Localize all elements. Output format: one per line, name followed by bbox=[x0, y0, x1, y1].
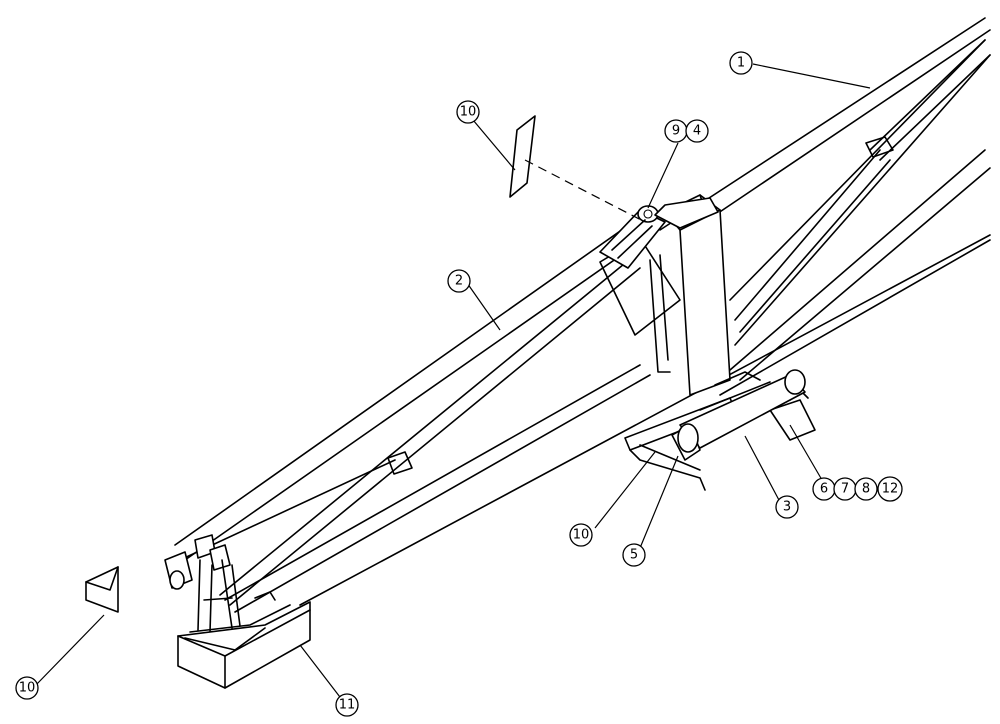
outer-boom-truss bbox=[659, 17, 991, 396]
decal-left bbox=[85, 566, 119, 613]
callout-10-top-label: 10 bbox=[460, 105, 477, 120]
callout-7: 7 bbox=[833, 477, 857, 501]
callout-8: 8 bbox=[854, 477, 878, 501]
callout-10-top: 10 bbox=[456, 100, 480, 124]
callout-4: 4 bbox=[685, 119, 709, 143]
callout-5: 5 bbox=[622, 543, 646, 567]
callout-6: 6 bbox=[812, 477, 836, 501]
breakaway-block bbox=[177, 601, 311, 689]
callout-12-label: 12 bbox=[882, 482, 899, 497]
callout-7-label: 7 bbox=[841, 482, 849, 497]
callout-3-label: 3 bbox=[783, 500, 791, 515]
callout-12: 12 bbox=[877, 476, 903, 502]
callout-11: 11 bbox=[335, 693, 359, 717]
callout-11-label: 11 bbox=[339, 698, 356, 713]
lift-cylinder-mount bbox=[624, 369, 816, 491]
callout-10-mid-label: 10 bbox=[573, 528, 590, 543]
decal-assembly-line bbox=[524, 159, 646, 223]
callout-6-label: 6 bbox=[820, 482, 828, 497]
callout-4-label: 4 bbox=[693, 124, 701, 139]
boom-tip-end bbox=[164, 534, 291, 633]
callout-10-left-label: 10 bbox=[19, 681, 36, 696]
hinge-post bbox=[649, 194, 731, 396]
callout-8-label: 8 bbox=[862, 482, 870, 497]
callout-2-label: 2 bbox=[455, 274, 463, 289]
callout-1: 1 bbox=[729, 51, 753, 75]
decal-top bbox=[509, 115, 536, 198]
leader-lines bbox=[34, 63, 871, 702]
callout-1-label: 1 bbox=[737, 56, 745, 71]
inner-boom-truss bbox=[174, 209, 991, 613]
callout-9-label: 9 bbox=[672, 124, 680, 139]
callout-10-mid: 10 bbox=[569, 523, 593, 547]
callout-2: 2 bbox=[447, 269, 471, 293]
callout-10-left: 10 bbox=[15, 676, 39, 700]
callout-5-label: 5 bbox=[630, 548, 638, 563]
hinge-cylinder bbox=[599, 205, 666, 269]
callout-9: 9 bbox=[664, 119, 688, 143]
callout-3: 3 bbox=[775, 495, 799, 519]
